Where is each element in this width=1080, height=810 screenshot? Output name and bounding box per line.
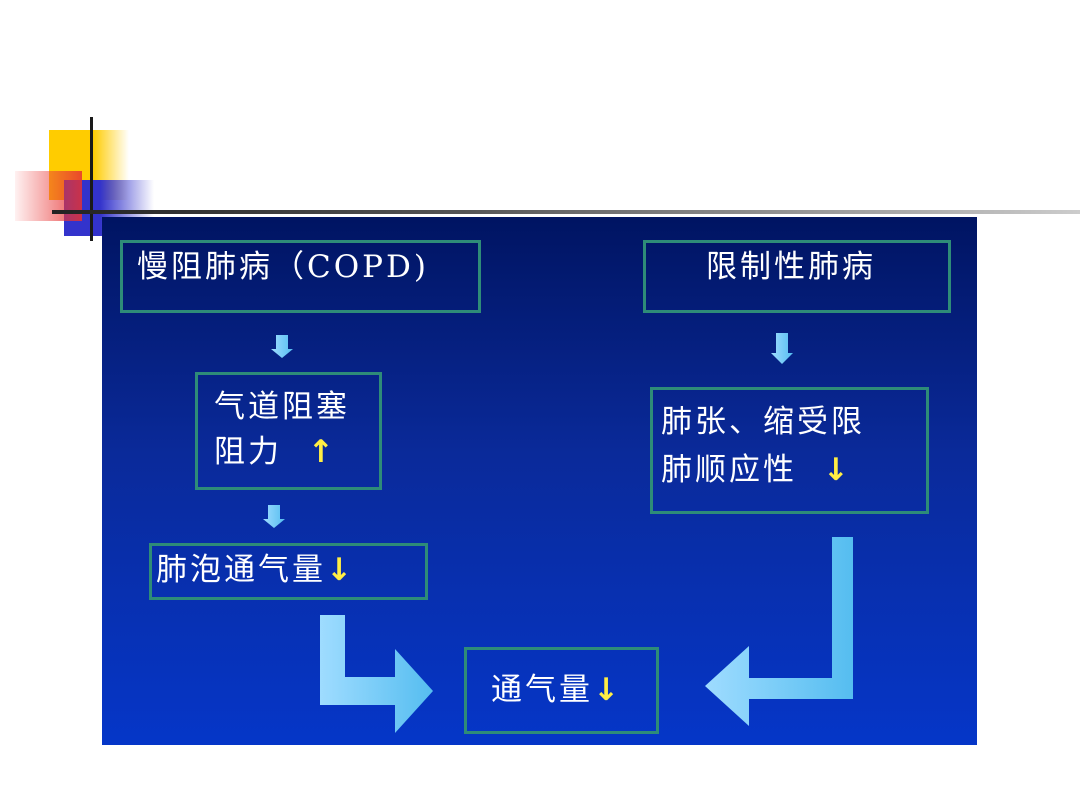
- small-down-arrow-left-1: [271, 335, 293, 358]
- restrictive-disease-box: 限制性肺病: [643, 240, 951, 313]
- expansion-limited-label: 肺张、缩受限: [661, 404, 865, 440]
- ventilation-result-box: 通气量↓: [464, 647, 659, 734]
- copd-box: 慢阻肺病（COPD): [120, 240, 481, 313]
- small-down-arrow-left-2: [263, 505, 285, 528]
- alveolar-ventilation-label: 肺泡通气量: [156, 552, 326, 588]
- title-underline: [52, 210, 1080, 214]
- up-arrow-icon: ↑: [307, 433, 337, 470]
- restrictive-label: 限制性肺病: [706, 249, 876, 285]
- airway-obstruction-box: 气道阻塞 阻力 ↑: [195, 372, 382, 490]
- down-arrow-icon: ↓: [326, 552, 355, 588]
- down-arrow-icon: ↓: [822, 452, 852, 489]
- arrows-layer: [263, 333, 853, 733]
- diagram-panel: 慢阻肺病（COPD) 限制性肺病 气道阻塞 阻力 ↑ 肺张、缩受限 肺顺应性 ↓…: [102, 217, 977, 745]
- ventilation-label: 通气量: [491, 672, 593, 708]
- airway-obstruction-label: 气道阻塞: [214, 389, 350, 425]
- compliance-label: 肺顺应性: [661, 452, 797, 489]
- resistance-label: 阻力: [214, 433, 282, 470]
- big-arrow-right-to-result: [705, 537, 853, 726]
- compliance-box: 肺张、缩受限 肺顺应性 ↓: [650, 387, 929, 514]
- copd-label: 慢阻肺病（COPD): [137, 249, 429, 285]
- alveolar-ventilation-box: 肺泡通气量↓: [149, 543, 428, 600]
- big-arrow-left-to-result: [320, 615, 433, 733]
- small-down-arrow-right: [771, 333, 793, 364]
- decor-vertical-line: [90, 117, 93, 241]
- down-arrow-icon: ↓: [593, 672, 622, 708]
